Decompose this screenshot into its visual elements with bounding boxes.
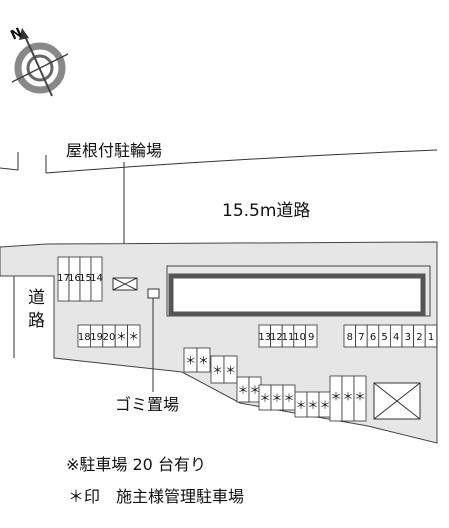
parking-stall-label: ＊ bbox=[272, 392, 283, 405]
parking-stall-label: 7 bbox=[358, 332, 364, 343]
parking-stall-label: 8 bbox=[347, 332, 353, 343]
parking-stall-left-top bbox=[90, 256, 103, 302]
parking-stall-stagger-6 bbox=[353, 375, 367, 422]
compass-north-arrow-icon bbox=[19, 28, 29, 40]
parking-stagger-6: ＊＊＊ bbox=[329, 375, 367, 422]
parking-stall-label: ＊ bbox=[198, 354, 209, 367]
parking-stall-label: ＊ bbox=[355, 390, 366, 403]
parking-stall-label: 3 bbox=[405, 332, 411, 343]
parking-stall-label: ＊ bbox=[320, 399, 331, 412]
parking-stall-label: 16 bbox=[68, 273, 81, 284]
parking-stagger-5: ＊＊＊ bbox=[294, 391, 332, 418]
road-top-edge bbox=[45, 149, 438, 174]
parking-stall-label: 19 bbox=[90, 332, 103, 343]
compass-needle-ns bbox=[23, 33, 53, 97]
parking-stall-label: ＊ bbox=[225, 364, 236, 377]
note-owner-managed: ＊印 施主様管理駐車場 bbox=[68, 487, 244, 506]
covered-bike-parking-label: 屋根付駐輪場 bbox=[66, 141, 162, 160]
road-left-label-2: 路 bbox=[28, 311, 45, 331]
parking-stall-label: ＊ bbox=[250, 384, 261, 397]
compass-inner-ring bbox=[26, 54, 54, 82]
road-top-left-stub bbox=[0, 152, 19, 171]
parking-stall-label: ＊ bbox=[238, 384, 249, 397]
parking-stall-label: 17 bbox=[57, 273, 70, 284]
parking-stall-label: 6 bbox=[370, 332, 376, 343]
parking-stall-label: ＊ bbox=[296, 399, 307, 412]
parking-stall-label: 18 bbox=[78, 332, 91, 343]
parking-stall-label: 5 bbox=[381, 332, 387, 343]
parking-stall-right bbox=[424, 324, 438, 348]
parking-stall-label: 14 bbox=[90, 273, 103, 284]
parking-stagger-3: ＊＊ bbox=[236, 376, 262, 403]
note-parking-count: ※駐車場 20 台有り bbox=[66, 455, 206, 474]
parking-stall-left-bottom bbox=[127, 324, 141, 348]
parking-stall-mid bbox=[304, 324, 318, 348]
compass-outer-ring bbox=[14, 42, 66, 94]
parking-stagger-4: ＊＊＊ bbox=[258, 384, 296, 411]
road-top-label: 15.5m道路 bbox=[222, 201, 310, 221]
compass: N bbox=[8, 25, 69, 97]
building bbox=[168, 273, 426, 317]
parking-stall-label: 15 bbox=[79, 273, 92, 284]
garbage-area bbox=[147, 288, 160, 299]
parking-stall-label: 10 bbox=[293, 332, 306, 343]
compass-needle-ew bbox=[11, 53, 69, 83]
storage-symbol bbox=[373, 382, 421, 420]
compass-north-label: N bbox=[8, 25, 24, 43]
parking-stagger-1: ＊＊ bbox=[183, 347, 211, 373]
parking-stall-label: 11 bbox=[282, 332, 295, 343]
road-left-label-1: 道 bbox=[28, 288, 45, 308]
parking-stall-stagger-1 bbox=[196, 347, 211, 373]
parking-stall-stagger-2 bbox=[223, 355, 238, 384]
parking-stall-label: ＊ bbox=[331, 390, 342, 403]
parking-stall-label: 20 bbox=[103, 332, 116, 343]
parking-stall-label: ＊ bbox=[128, 330, 139, 343]
parking-stall-label: 1 bbox=[428, 332, 434, 343]
parking-stagger-2: ＊＊ bbox=[210, 355, 238, 384]
bike-parking-symbol bbox=[112, 277, 138, 291]
parking-stall-label: ＊ bbox=[284, 392, 295, 405]
parking-stall-label: 4 bbox=[393, 332, 399, 343]
parking-stall-label: 12 bbox=[270, 332, 283, 343]
parking-stall-label: ＊ bbox=[185, 354, 196, 367]
parking-stall-label: ＊ bbox=[212, 364, 223, 377]
parking-stall-label: ＊ bbox=[116, 330, 127, 343]
parking-stall-label: ＊ bbox=[260, 392, 271, 405]
parking-stall-label: 2 bbox=[416, 332, 422, 343]
parking-stall-label: 13 bbox=[258, 332, 271, 343]
parking-stall-label: ＊ bbox=[308, 399, 319, 412]
garbage-area-label: ゴミ置場 bbox=[115, 395, 179, 414]
parking-stall-label: 9 bbox=[308, 332, 314, 343]
parking-stall-label: ＊ bbox=[343, 390, 354, 403]
